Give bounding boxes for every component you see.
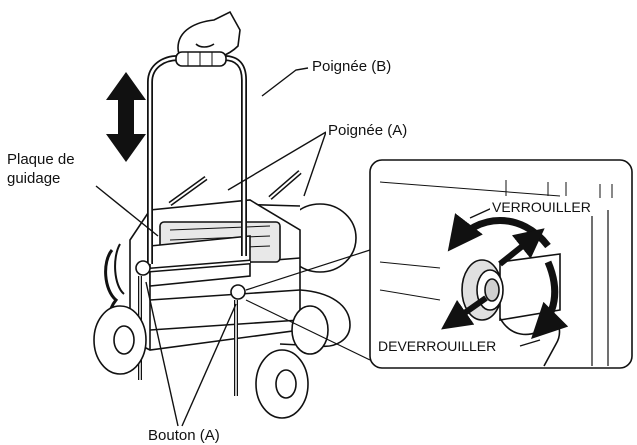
- leader-deverrouiller: [519, 339, 541, 347]
- leader-poignee-a-2: [303, 131, 327, 197]
- leader-poignee-b: [261, 67, 309, 97]
- label-plaque-line2: guidage: [7, 170, 61, 187]
- label-poignee-b: Poignée (B): [310, 58, 394, 76]
- label-plaque-de-guidage: Plaque de guidage: [5, 150, 101, 188]
- leader-bouton-1: [145, 281, 179, 427]
- label-bouton-a: Bouton (A): [146, 427, 222, 444]
- double-arrow-icon: [106, 72, 146, 162]
- rotate-arrow-icon: [441, 213, 569, 339]
- leader-plaque: [95, 185, 159, 237]
- leader-poignee-a-1: [227, 131, 327, 191]
- leader-lines: [95, 67, 541, 427]
- label-verrouiller: VERROUILLER: [490, 198, 593, 216]
- label-poignee-a: Poignée (A): [326, 122, 410, 140]
- leader-verrouiller: [469, 207, 493, 219]
- leader-bouton-2: [181, 303, 237, 427]
- label-plaque-line1: Plaque de: [7, 151, 75, 168]
- label-deverrouiller: DEVERROUILLER: [376, 337, 499, 355]
- compressor-illustration: [93, 51, 357, 419]
